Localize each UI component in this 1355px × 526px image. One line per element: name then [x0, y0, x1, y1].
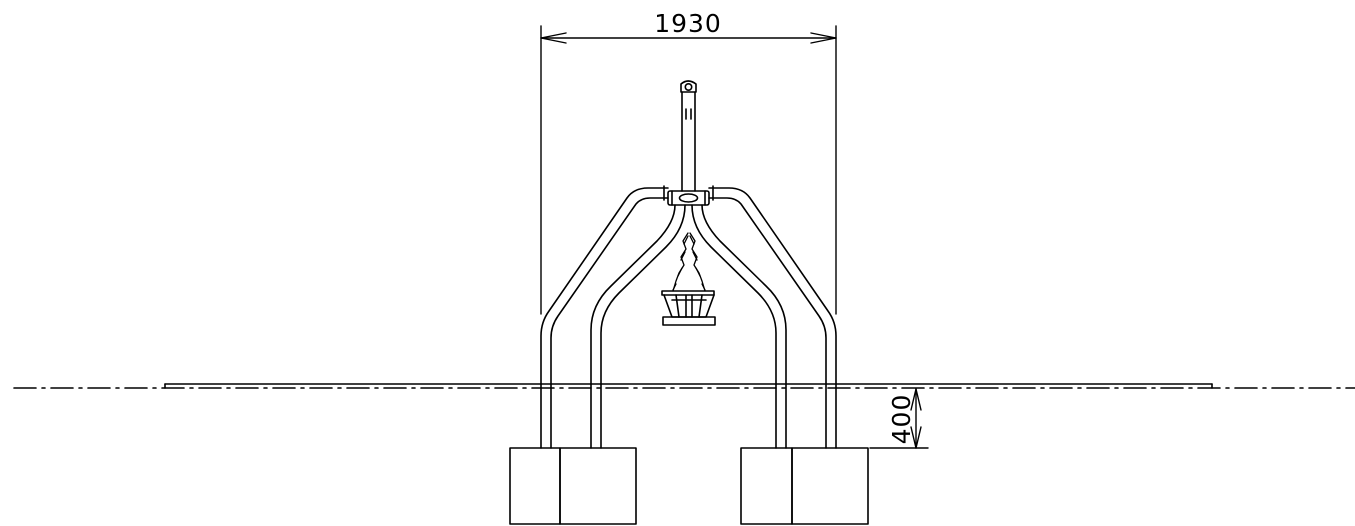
top-coupling	[663, 185, 714, 206]
width-dimension-label: 1930	[654, 9, 722, 38]
top-mast	[680, 80, 697, 192]
width-dimension	[540, 25, 837, 315]
concrete-footings	[509, 447, 869, 525]
outer-frame-tube	[540, 187, 837, 449]
ground-reference-line	[13, 383, 1355, 389]
depth-dimension-label: 400	[887, 394, 916, 445]
swing-chains	[672, 232, 706, 292]
inner-frame-tube	[590, 204, 787, 449]
depth-dimension	[869, 388, 929, 449]
basket-seat	[661, 290, 716, 326]
